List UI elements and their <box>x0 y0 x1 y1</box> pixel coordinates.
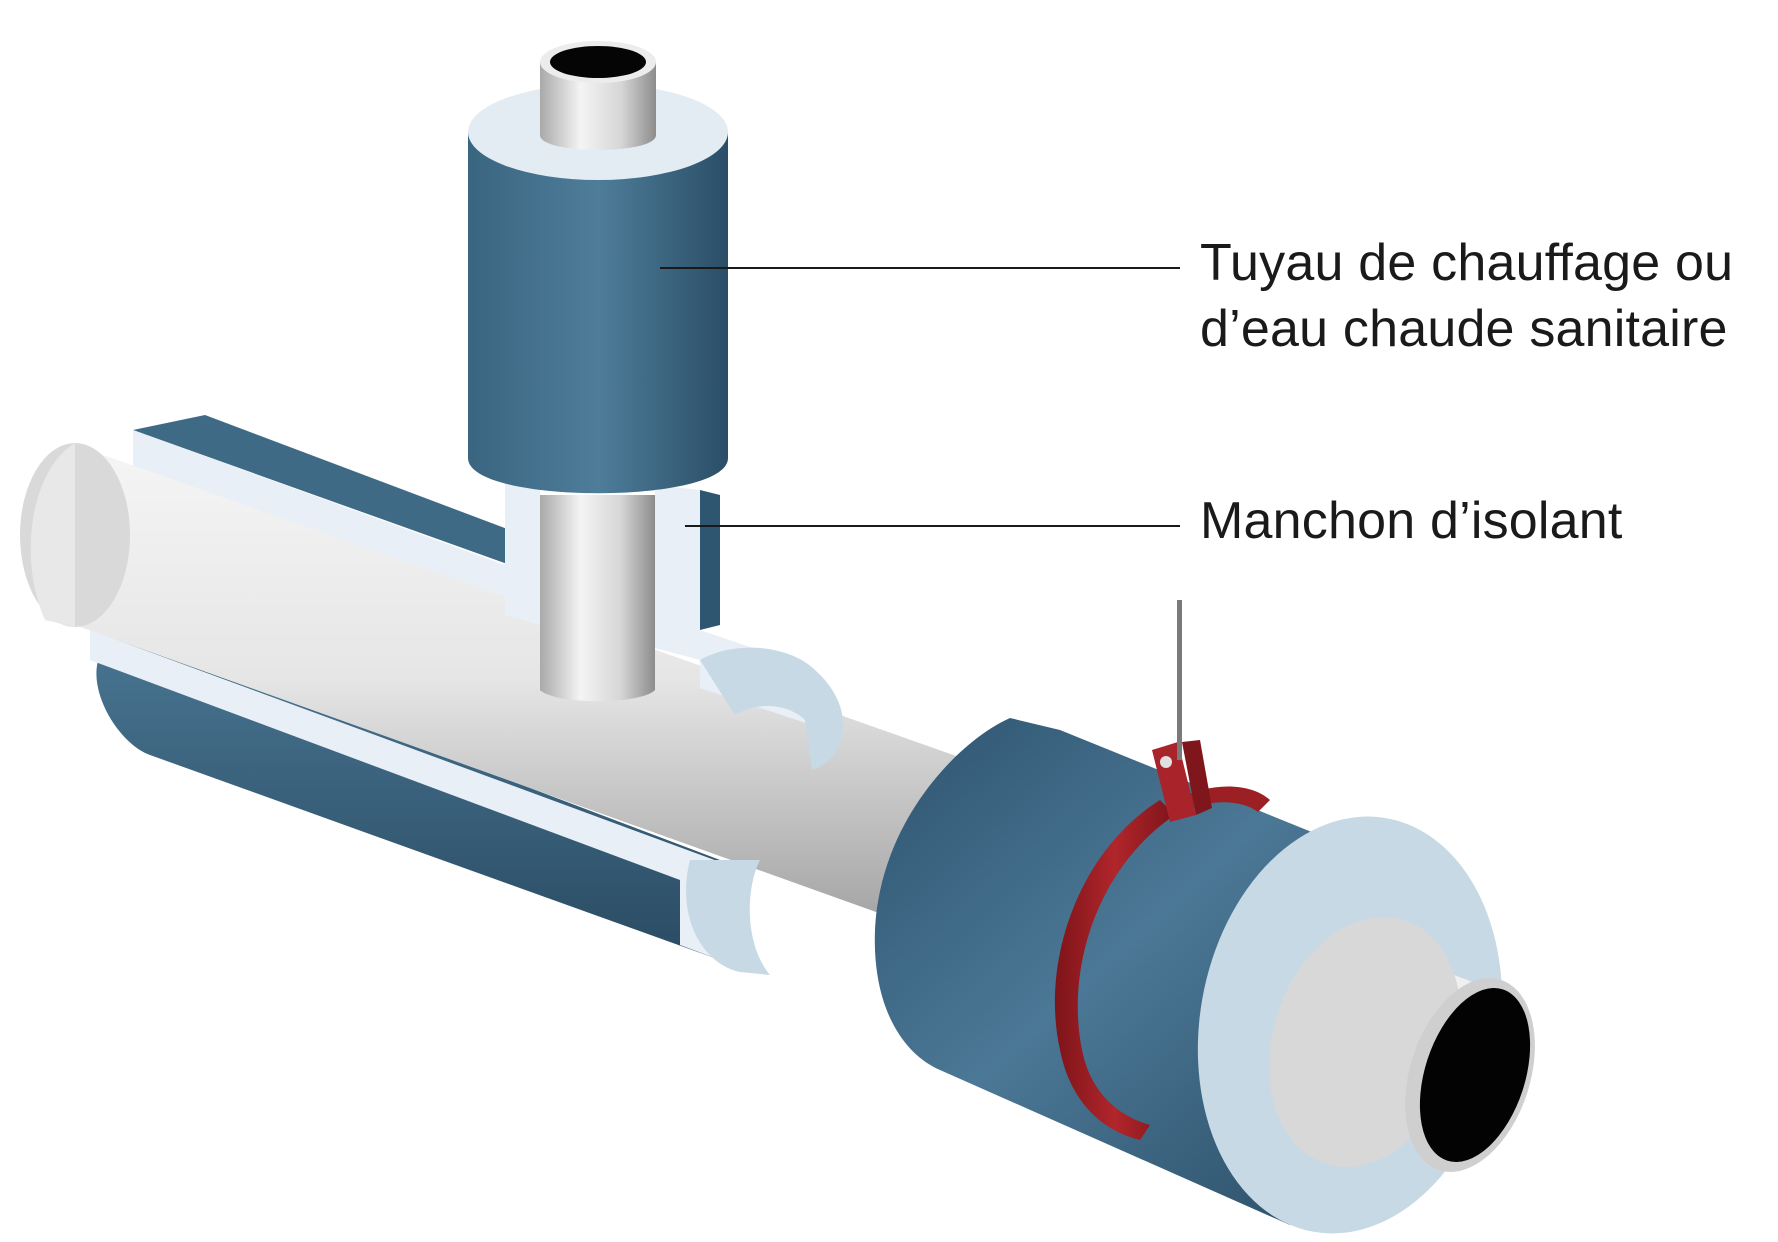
pipe-clamp <box>1054 600 1270 1140</box>
pipe-label: Tuyau de chauffage ou d’eau chaude sanit… <box>1200 230 1733 362</box>
right-insulation-segment <box>874 718 1535 1234</box>
branch-pipe-lower <box>540 495 655 702</box>
main-pipe <box>20 443 1010 960</box>
pipe-label-line1: Tuyau de chauffage ou <box>1200 234 1734 292</box>
leader-lines <box>660 267 1180 527</box>
sleeve-label: Manchon d’isolant <box>1200 492 1623 550</box>
pipe-label-line2: d’eau chaude sanitaire <box>1200 300 1728 358</box>
branch-insulation-sleeve <box>468 41 728 494</box>
insulation-end-rings-left <box>686 647 844 975</box>
